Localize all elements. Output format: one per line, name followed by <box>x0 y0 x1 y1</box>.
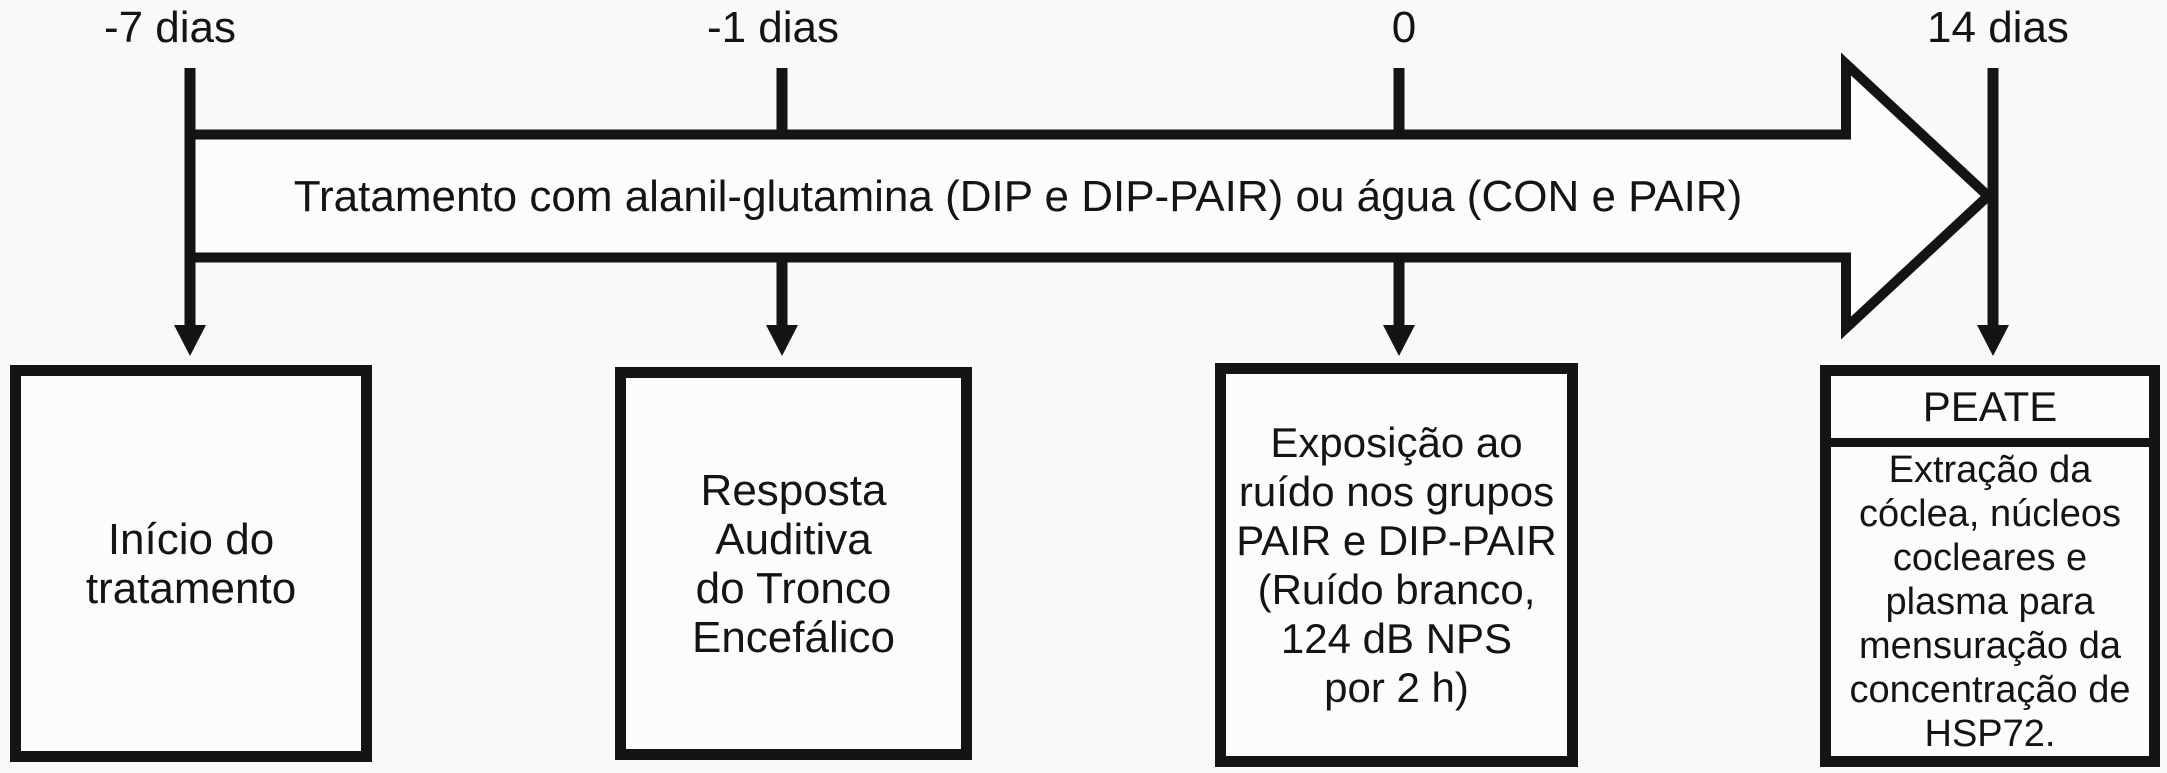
event-box-inicio-tratamento: Início do tratamento <box>10 365 372 762</box>
event-box-resposta-auditiva: Resposta Auditiva do Tronco Encefálico <box>615 367 972 760</box>
event-box-line: Extração da <box>1888 448 2092 491</box>
event-box-line: PAIR e DIP-PAIR <box>1236 517 1557 564</box>
event-box-line: tratamento <box>85 563 297 613</box>
event-box-line: cocleares e <box>1892 536 2088 579</box>
event-box-line: plasma para <box>1885 580 2095 623</box>
event-box-line: Exposição ao <box>1270 419 1523 466</box>
treatment-arrow-label: Tratamento com alanil-glutamina (DIP e D… <box>293 172 1743 221</box>
event-box-line: HSP72. <box>1924 712 2056 755</box>
event-box-line: do Tronco <box>695 563 892 613</box>
arrowhead-down-day-minus1 <box>766 325 798 356</box>
timeline-label-day-minus7: -7 dias <box>103 3 237 52</box>
event-box-line: Início do <box>107 514 275 564</box>
treatment-block-arrow <box>185 52 1996 340</box>
event-box-line: mensuração da <box>1859 624 2121 667</box>
event-box-line: cóclea, núcleos <box>1859 492 2121 535</box>
timeline-label-day-14: 14 dias <box>1927 3 2069 52</box>
event-box-line: Encefálico <box>691 612 895 662</box>
arrowhead-down-day-14 <box>1977 325 2009 356</box>
event-box-exposicao-ruido: Exposição ao ruído nos grupos PAIR e DIP… <box>1215 363 1578 767</box>
arrowhead-down-day-minus7 <box>174 325 206 356</box>
timeline-label-day-minus1: -1 dias <box>706 3 840 52</box>
peate-header: PEATE <box>1831 376 2149 447</box>
event-box-peate-extracao: PEATE Extração da cóclea, núcleos coclea… <box>1820 365 2160 767</box>
extracao-text-block: Extração da cóclea, núcleos cocleares e … <box>1831 447 2149 756</box>
event-box-line: Auditiva <box>715 514 872 564</box>
arrowhead-down-day-0 <box>1383 325 1415 356</box>
event-box-line: (Ruído branco, <box>1257 566 1536 613</box>
event-box-line: 124 dB NPS <box>1280 615 1513 662</box>
event-box-line: por 2 h) <box>1324 664 1469 711</box>
event-box-line: ruído nos grupos <box>1238 468 1555 515</box>
timeline-label-day-0: 0 <box>1391 3 1417 52</box>
event-box-line: Resposta <box>700 465 887 515</box>
event-box-line: concentração de <box>1849 668 2131 711</box>
